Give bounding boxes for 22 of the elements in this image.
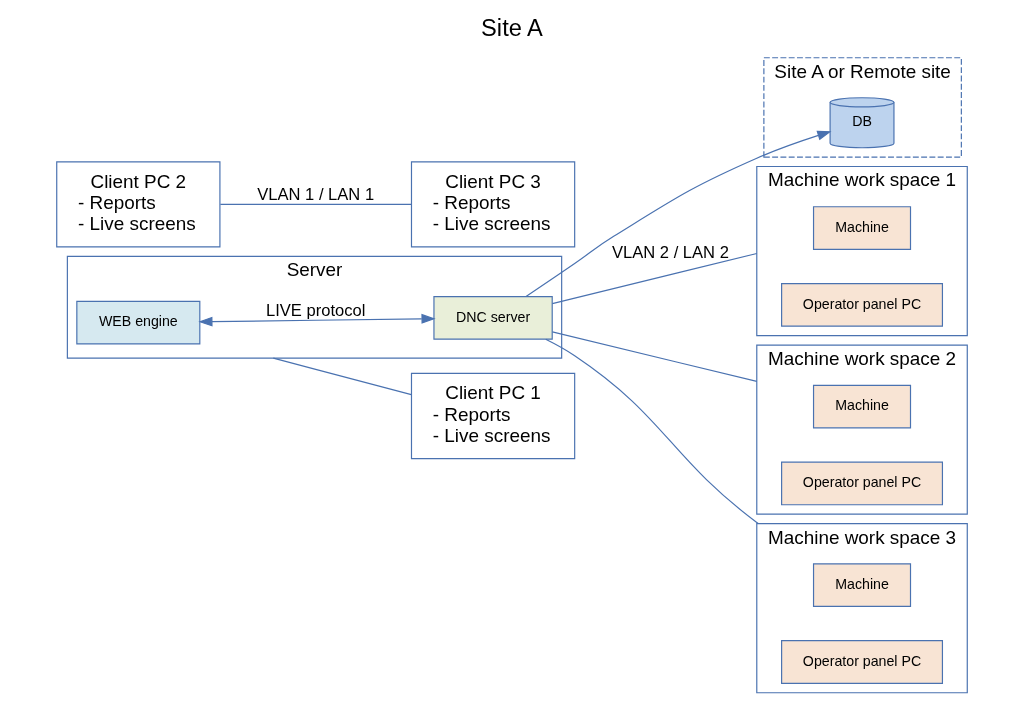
connector xyxy=(551,252,758,305)
edge-label: VLAN 2 / LAN 2 xyxy=(612,242,729,262)
node-box: Operator panel PC xyxy=(781,461,944,506)
node-box: Operator panel PC xyxy=(781,283,944,327)
connector xyxy=(272,357,412,396)
node-box: Client PC 1 - Reports - Live screens xyxy=(410,372,576,460)
node-box: Client PC 2 - Reports - Live screens xyxy=(56,161,221,248)
edge-label: LIVE protocol xyxy=(266,300,366,320)
node-box: Machine xyxy=(812,206,912,250)
connector xyxy=(551,331,758,382)
node-box: Machine xyxy=(812,563,912,607)
edge-label: VLAN 1 / LAN 1 xyxy=(257,184,375,204)
node-box: Client PC 3 - Reports - Live screens xyxy=(410,161,576,248)
arrow xyxy=(525,130,832,298)
arrow xyxy=(198,313,436,327)
connector xyxy=(219,203,412,205)
node-box: Operator panel PC xyxy=(781,640,944,684)
diagram-title: Site A xyxy=(481,15,543,42)
node-box: DNC server xyxy=(433,296,553,340)
node-box: Machine xyxy=(812,384,912,429)
connector xyxy=(545,338,759,525)
node-box: WEB engine xyxy=(76,300,201,345)
